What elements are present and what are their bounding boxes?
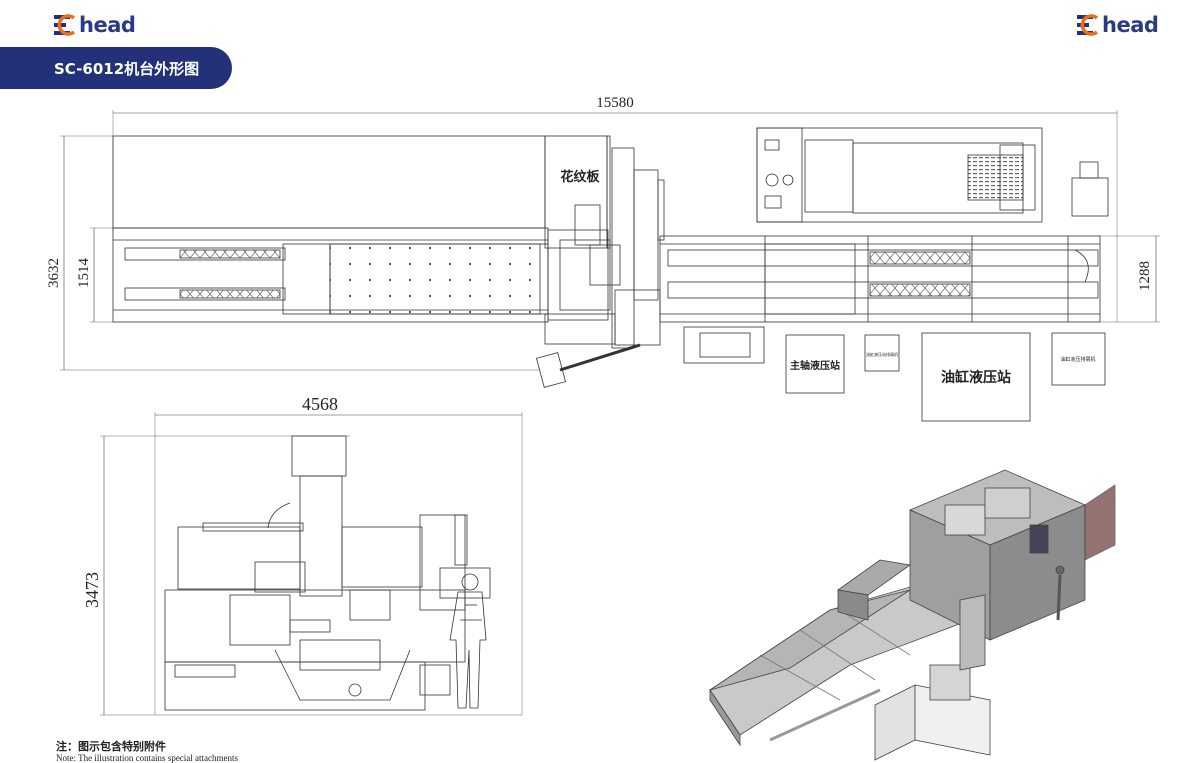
- label-cylinder-station: 油缸液压站: [941, 369, 1011, 386]
- front-view: [100, 412, 523, 716]
- dim-inner-width: 1514: [76, 258, 92, 289]
- dim-right-width: 1288: [1137, 261, 1153, 291]
- note-en: Note: The illustration contains special …: [56, 753, 239, 763]
- plan-view: [60, 110, 1160, 422]
- logo-text: head: [79, 13, 136, 37]
- brand-logo-right: head: [1075, 12, 1159, 38]
- label-small-station-right: 油缸液压排屑机: [1060, 356, 1095, 363]
- label-spindle-station: 主轴液压站: [790, 359, 840, 372]
- logo-mark-icon: [1077, 14, 1099, 36]
- page-title-bar: SC-6012机台外形图: [0, 47, 232, 89]
- brand-logo: head: [52, 12, 136, 38]
- isometric-view: [709, 469, 1116, 761]
- label-pattern-plate: 花纹板: [560, 169, 600, 185]
- dim-overall-length: 15580: [596, 95, 634, 111]
- label-small-station-left: 油缸液压站排屑机: [866, 351, 898, 357]
- note-cn: 注：图示包含特别附件: [56, 740, 166, 753]
- page-title: SC-6012机台外形图: [54, 59, 200, 78]
- logo-text-right: head: [1102, 13, 1159, 37]
- dim-side-width: 4568: [302, 394, 338, 414]
- dim-overall-width: 3632: [46, 258, 62, 288]
- logo-mark-icon: [54, 14, 76, 36]
- dim-height: 3473: [82, 572, 102, 608]
